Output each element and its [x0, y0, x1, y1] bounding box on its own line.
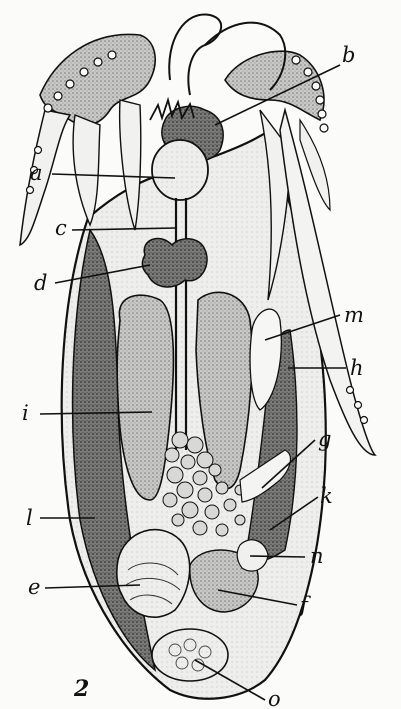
- arm-left-2: [73, 115, 100, 225]
- label-f: f: [298, 593, 311, 617]
- label-k: k: [320, 484, 333, 508]
- tentacle-arch-left: [169, 14, 221, 95]
- label-h: h: [350, 356, 364, 380]
- organ-e: [117, 530, 190, 618]
- label-g: g: [318, 427, 331, 451]
- label-l: l: [26, 506, 33, 530]
- label-a: a: [30, 161, 43, 185]
- organ-a-bulb: [152, 140, 208, 200]
- label-m: m: [344, 303, 364, 327]
- label-e: e: [28, 575, 40, 599]
- label-c: c: [55, 216, 67, 240]
- label-i: i: [22, 401, 29, 425]
- figure-number: 2: [73, 676, 89, 702]
- label-n: n: [310, 544, 324, 568]
- label-o: o: [268, 687, 281, 709]
- label-d: d: [34, 271, 47, 295]
- label-b: b: [342, 43, 355, 67]
